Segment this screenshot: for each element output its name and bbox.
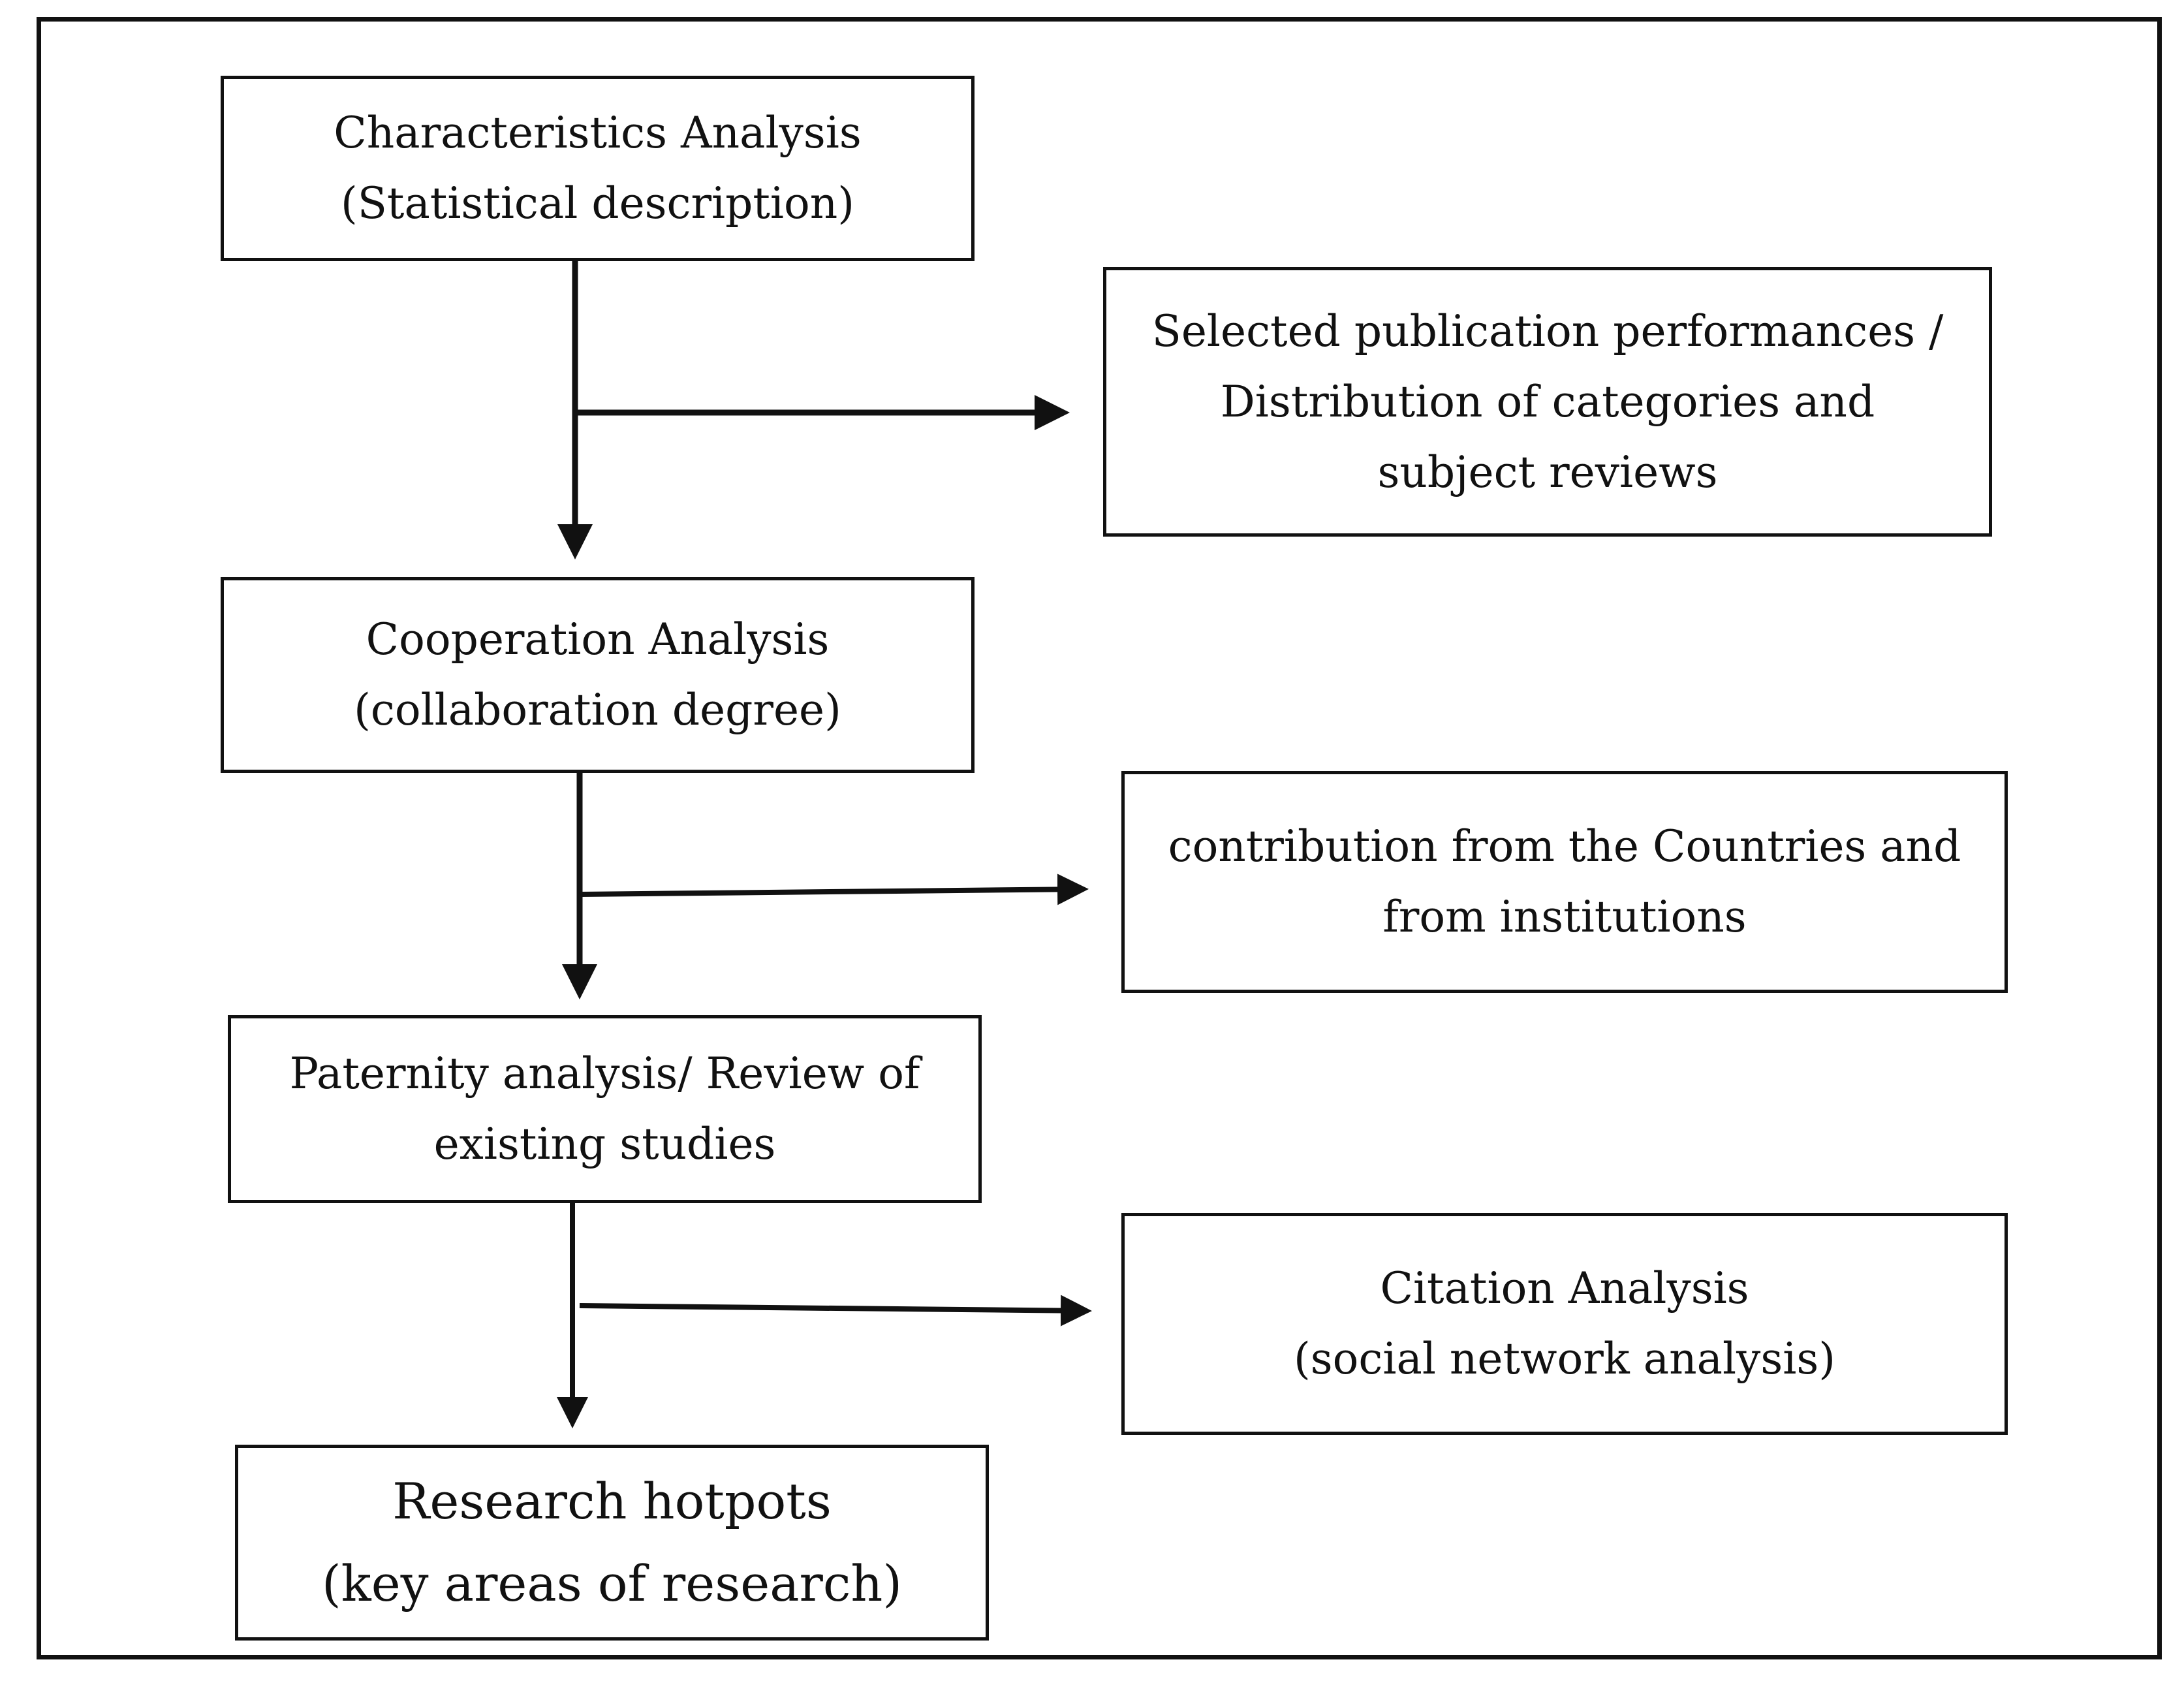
- paternity-line-2: existing studies: [433, 1119, 776, 1169]
- contribution-line-1: contribution from the Countries and: [1168, 821, 1961, 872]
- selected-publication-line-2: Distribution of categories and: [1220, 376, 1875, 427]
- citation-title: Citation Analysis: [1380, 1263, 1749, 1313]
- characteristics-title: Characteristics Analysis: [334, 108, 862, 158]
- cooperation-subtitle: (collaboration degree): [354, 685, 841, 735]
- characteristics-analysis-box: Characteristics Analysis (Statistical de…: [221, 76, 975, 261]
- research-hotspots-box: Research hotpots (key areas of research): [235, 1445, 989, 1641]
- research-hotspots-title: Research hotpots: [392, 1472, 832, 1530]
- selected-publication-line-1: Selected publication performances /: [1151, 306, 1944, 356]
- research-hotspots-subtitle: (key areas of research): [322, 1554, 902, 1612]
- diagram-frame: [37, 17, 2162, 1659]
- contribution-line-2: from institutions: [1382, 892, 1747, 942]
- characteristics-subtitle: (Statistical description): [340, 178, 855, 228]
- cooperation-analysis-box: Cooperation Analysis (collaboration degr…: [221, 577, 975, 773]
- selected-publication-line-3: subject reviews: [1377, 447, 1718, 497]
- selected-publication-box: Selected publication performances / Dist…: [1103, 267, 1992, 537]
- cooperation-title: Cooperation Analysis: [366, 614, 830, 665]
- paternity-line-1: Paternity analysis/ Review of: [289, 1048, 920, 1099]
- citation-analysis-box: Citation Analysis (social network analys…: [1121, 1213, 2008, 1435]
- contribution-box: contribution from the Countries and from…: [1121, 771, 2008, 993]
- citation-subtitle: (social network analysis): [1294, 1334, 1835, 1384]
- paternity-analysis-box: Paternity analysis/ Review of existing s…: [228, 1015, 982, 1203]
